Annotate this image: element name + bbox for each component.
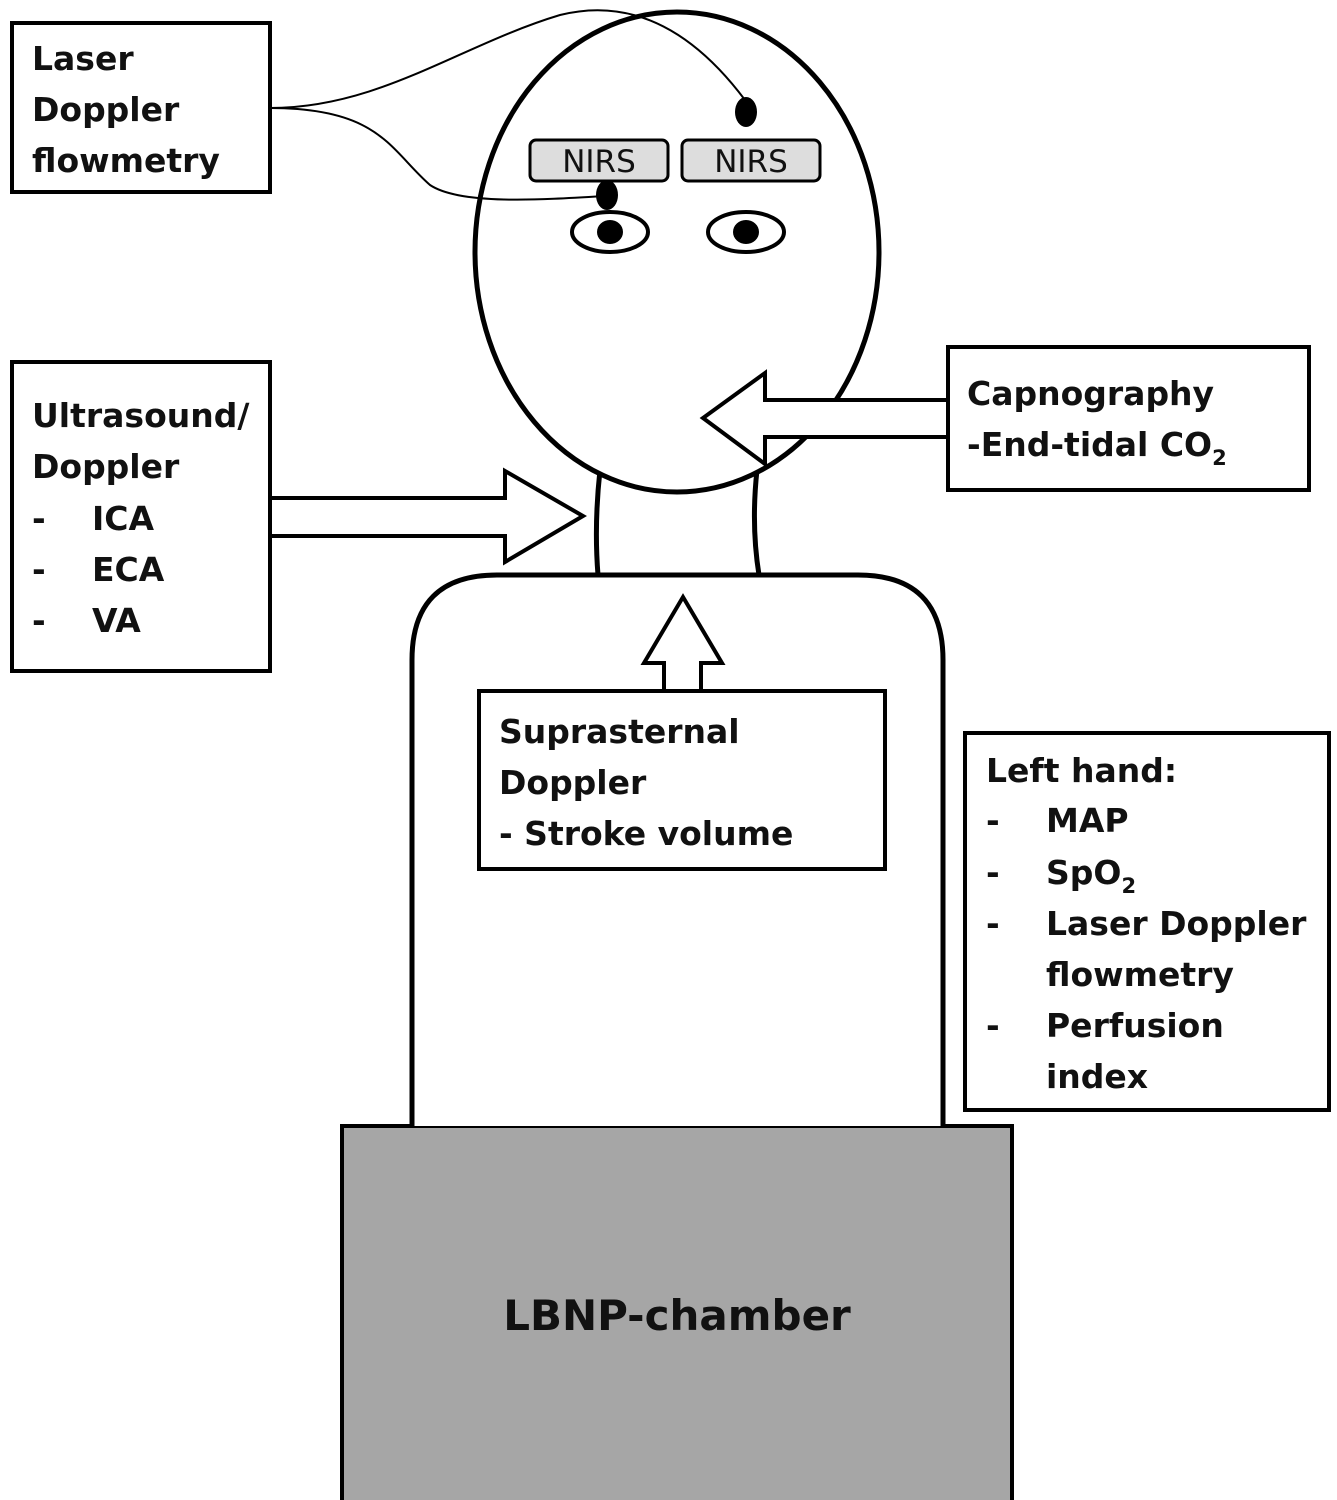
capnography-line-2: -End-tidal CO2 [967,425,1227,470]
ldf-wire-lower [269,107,606,201]
left-hand-box [963,731,1331,1112]
left-hand-item-spo2: SpO2 [1046,853,1136,898]
neck-left [593,469,603,576]
ultrasound-line-2: Doppler [32,447,180,486]
ldf-probe-left [596,180,618,210]
left-hand-item-pi-1: Perfusion [1046,1006,1224,1045]
laser-doppler-line-3: flowmetry [32,141,220,180]
ultrasound-arrow [268,467,587,566]
nirs-label-right: NIRS [714,144,788,180]
capnography-line-1: Capnography [967,374,1214,413]
left-hand-item-ldf-1: Laser Doppler [1046,904,1307,943]
ultrasound-bullet-2: - [32,550,46,589]
nirs-label-left: NIRS [562,144,636,180]
neck-right [751,469,762,576]
ultrasound-item-eca: ECA [92,550,165,589]
ldf-wire-upper [269,9,746,109]
left-hand-bullet-2: - [986,853,1000,892]
nirs-sensor-left [528,138,670,183]
capnography-box [946,345,1311,492]
left-pupil [597,220,623,244]
left-hand-item-pi-2: index [1046,1057,1148,1096]
laser-doppler-box [10,21,272,194]
left-hand-bullet-3: - [986,904,1000,943]
suprasternal-arrow [640,593,726,693]
left-hand-title: Left hand: [986,751,1177,790]
left-hand-item-ldf-2: flowmetry [1046,955,1234,994]
ultrasound-bullet-3: - [32,601,46,640]
lbnp-chamber [340,1124,1014,1500]
left-hand-item-map: MAP [1046,801,1129,840]
ldf-probe-right [735,97,757,127]
ultrasound-bullet-1: - [32,499,46,538]
ultrasound-item-va: VA [92,601,141,640]
nirs-sensor-right [680,138,822,183]
left-hand-bullet-1: - [986,801,1000,840]
head [472,9,882,495]
suprasternal-line-2: Doppler [499,763,647,802]
suprasternal-box [477,689,887,871]
laser-doppler-line-1: Laser [32,39,134,78]
capnography-arrow [699,369,950,468]
right-pupil [733,220,759,244]
left-hand-bullet-4: - [986,1006,1000,1045]
laser-doppler-line-2: Doppler [32,90,180,129]
ultrasound-item-ica: ICA [92,499,154,538]
lbnp-chamber-label: LBNP-chamber [503,1291,851,1340]
suprasternal-line-3: - Stroke volume [499,814,793,853]
suprasternal-line-1: Suprasternal [499,712,740,751]
ultrasound-box [10,360,272,673]
ultrasound-line-1: Ultrasound/ [32,396,250,435]
